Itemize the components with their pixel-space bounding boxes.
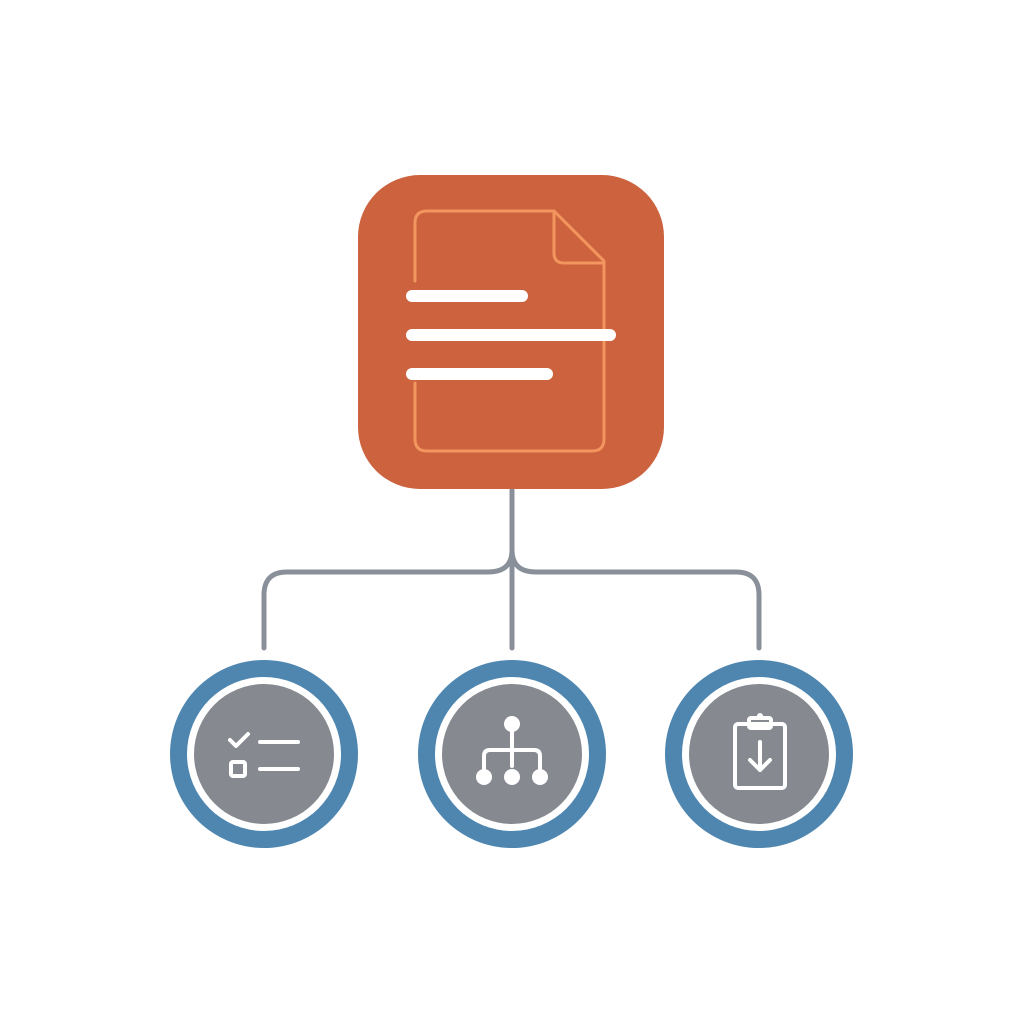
left-branch-connector	[261, 547, 515, 651]
hierarchy-icon	[476, 716, 548, 785]
clipboard-download-icon	[733, 713, 787, 790]
right-branch-connector	[509, 547, 762, 651]
checklist-icon	[228, 732, 300, 778]
child-node-clipboard	[665, 660, 853, 848]
child-node-checklist	[170, 660, 358, 848]
root-document-node	[358, 175, 664, 489]
document-icon	[406, 209, 616, 453]
child-node-hierarchy	[418, 660, 606, 848]
